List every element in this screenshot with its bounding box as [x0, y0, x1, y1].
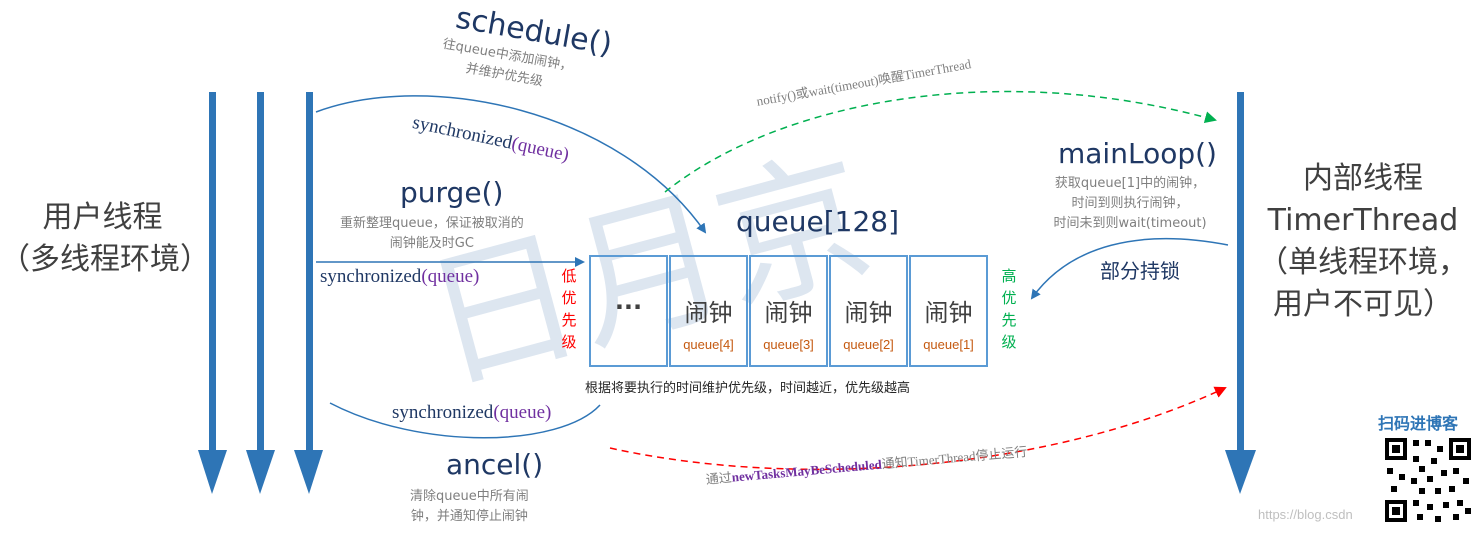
schedule-arrow [315, 95, 707, 234]
user-thread-arrows [198, 92, 323, 494]
timer-thread-arrow [1225, 92, 1256, 494]
cancel-desc: 清除queue中所有闹 钟，并通知停止闹钟 [410, 489, 529, 524]
url-text: https://blog.csdn [1258, 507, 1353, 522]
cancel-sync: synchronized(queue) [392, 402, 552, 423]
queue-cell-ellipsis: ... [589, 255, 668, 367]
timer-thread-label: 内部线程 TimerThread （单线程环境， 用户不可见） [1258, 161, 1468, 322]
mainloop-title: mainLoop() [1058, 137, 1217, 170]
queue-cell-2: 闹钟 queue[2] [829, 255, 908, 367]
low-priority-label: 低优先级 [561, 267, 577, 351]
cancel-title: ancel() [446, 448, 544, 481]
purge-sync: synchronized(queue) [320, 266, 480, 287]
partial-lock-arrow [1030, 237, 1229, 300]
queue-cell-4: 闹钟 queue[4] [669, 255, 748, 367]
user-thread-arrow-1 [209, 92, 216, 450]
high-priority-label: 高优先级 [1001, 267, 1017, 351]
purge-desc: 重新整理queue，保证被取消的 闹钟能及时GC [340, 216, 524, 251]
queue-cell-3: 闹钟 queue[3] [749, 255, 828, 367]
user-thread-label: 用户线程 （多线程环境） [0, 200, 210, 277]
cancel-arrow [329, 402, 601, 439]
stop-arrow [609, 386, 1227, 471]
partial-lock-label: 部分持锁 [1100, 259, 1180, 283]
user-thread-arrow-3 [306, 92, 313, 450]
purge-title: purge() [400, 176, 504, 209]
queue-title: queue[128] [736, 205, 900, 238]
qr-code-icon [1383, 436, 1473, 524]
queue-cell-1: 闹钟 queue[1] [909, 255, 988, 367]
mainloop-desc: 获取queue[1]中的闹钟， 时间到则执行闹钟， 时间未到则wait(time… [1053, 176, 1207, 231]
qr-label: 扫码进博客 [1378, 414, 1459, 433]
user-thread-arrow-2 [257, 92, 264, 450]
queue-footnote: 根据将要执行的时间维护优先级，时间越近，优先级越高 [585, 381, 911, 396]
notify-arrow [664, 90, 1217, 193]
